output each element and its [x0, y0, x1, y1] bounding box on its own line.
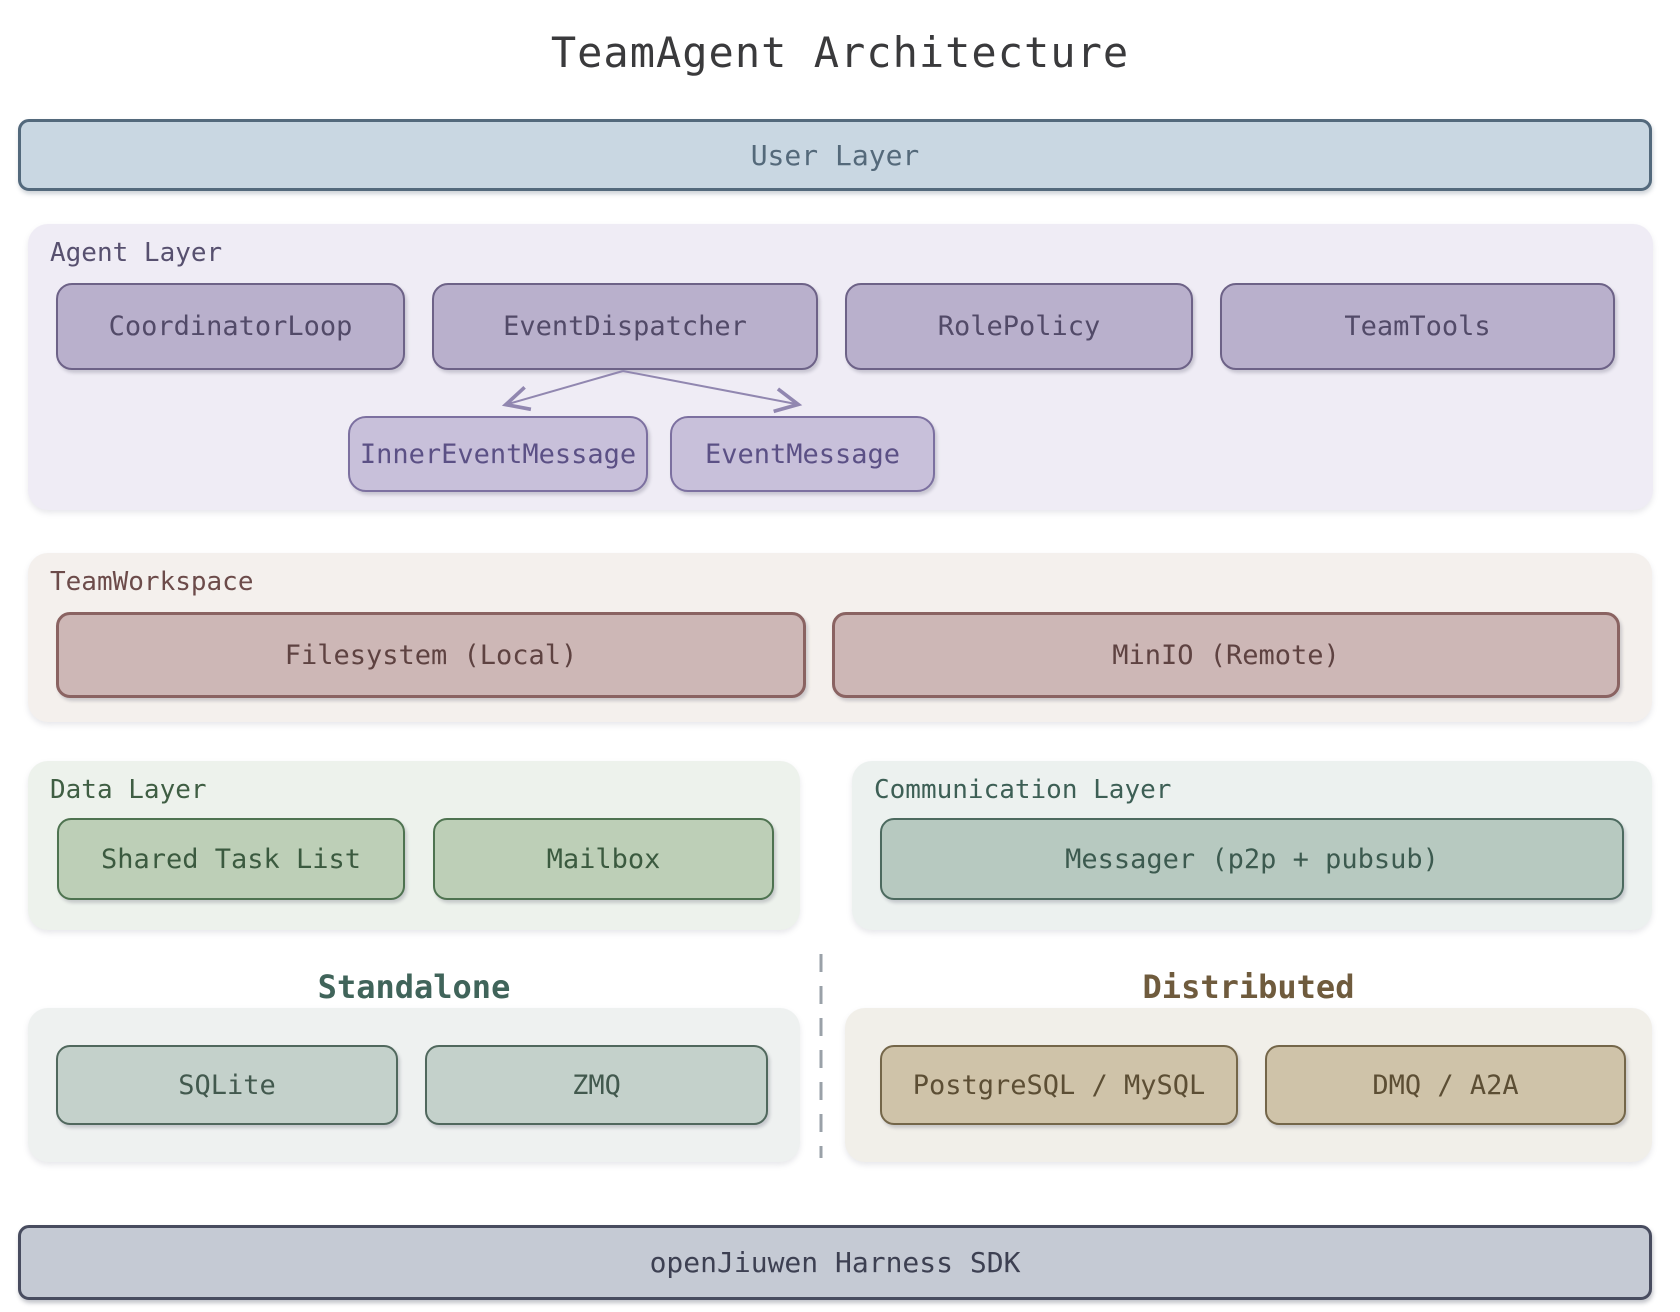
node-postgresql-mysql: PostgreSQL / MySQL: [880, 1045, 1238, 1125]
node-team-tools-label: TeamTools: [1344, 311, 1491, 342]
node-event-dispatcher: EventDispatcher: [432, 283, 818, 370]
node-event-dispatcher-label: EventDispatcher: [503, 311, 747, 342]
agent-layer-label: Agent Layer: [50, 238, 223, 268]
node-inner-event-message-label: InnerEventMessage: [359, 438, 637, 470]
data-layer-label: Data Layer: [50, 775, 207, 805]
node-coordinator-loop-label: CoordinatorLoop: [108, 311, 353, 342]
node-minio-remote: MinIO (Remote): [832, 612, 1620, 698]
node-mailbox: Mailbox: [433, 818, 774, 900]
node-zmq-label: ZMQ: [572, 1069, 621, 1101]
node-messager-label: Messager (p2p + pubsub): [1065, 843, 1439, 875]
node-dmq-a2a: DMQ / A2A: [1265, 1045, 1626, 1125]
node-sqlite: SQLite: [56, 1045, 398, 1125]
node-shared-task-list-label: Shared Task List: [100, 843, 362, 875]
node-role-policy: RolePolicy: [845, 283, 1193, 370]
node-inner-event-message: InnerEventMessage: [348, 416, 648, 492]
distributed-container: PostgreSQL / MySQL DMQ / A2A: [845, 1008, 1652, 1162]
standalone-section-label: Standalone: [317, 968, 511, 1006]
user-layer-box: User Layer: [18, 119, 1652, 191]
node-event-message-label: EventMessage: [704, 438, 901, 470]
user-layer-label: User Layer: [750, 138, 920, 172]
team-workspace-label: TeamWorkspace: [50, 567, 254, 597]
node-mailbox-label: Mailbox: [546, 843, 661, 875]
node-postgresql-mysql-label: PostgreSQL / MySQL: [912, 1069, 1206, 1101]
team-workspace-container: TeamWorkspace Filesystem (Local) MinIO (…: [28, 553, 1652, 722]
node-sqlite-label: SQLite: [178, 1069, 276, 1101]
node-event-message: EventMessage: [670, 416, 935, 492]
node-role-policy-label: RolePolicy: [937, 311, 1101, 342]
standalone-container: SQLite ZMQ: [28, 1008, 800, 1162]
node-messager: Messager (p2p + pubsub): [880, 818, 1624, 900]
communication-layer-label: Communication Layer: [874, 775, 1172, 805]
diagram-title: TeamAgent Architecture: [550, 28, 1130, 77]
node-coordinator-loop: CoordinatorLoop: [56, 283, 405, 370]
distributed-section-label: Distributed: [1142, 968, 1355, 1006]
node-team-tools: TeamTools: [1220, 283, 1615, 370]
communication-layer-container: Communication Layer Messager (p2p + pubs…: [852, 761, 1652, 930]
sdk-layer-box: openJiuwen Harness SDK: [18, 1225, 1652, 1300]
sdk-layer-label: openJiuwen Harness SDK: [649, 1246, 1021, 1279]
node-zmq: ZMQ: [425, 1045, 768, 1125]
agent-layer-container: Agent Layer CoordinatorLoop EventDispatc…: [28, 224, 1653, 510]
node-filesystem-local: Filesystem (Local): [56, 612, 806, 698]
node-minio-remote-label: MinIO (Remote): [1112, 639, 1340, 671]
node-dmq-a2a-label: DMQ / A2A: [1372, 1069, 1519, 1101]
node-filesystem-local-label: Filesystem (Local): [284, 639, 578, 671]
node-shared-task-list: Shared Task List: [57, 818, 405, 900]
data-layer-container: Data Layer Shared Task List Mailbox: [28, 761, 800, 930]
standalone-distributed-divider: [819, 954, 823, 1158]
